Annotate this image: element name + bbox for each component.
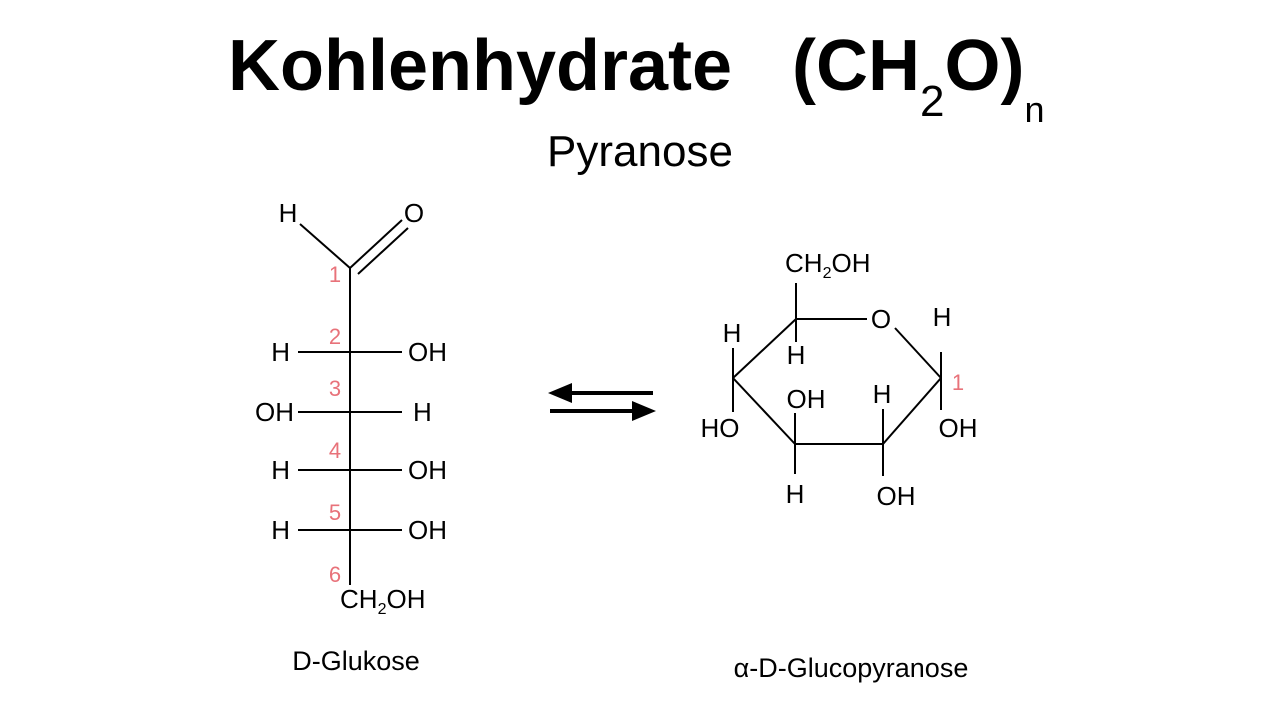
c2-right-substituent: OH (408, 337, 447, 367)
c1-oh-label: OH (939, 413, 978, 443)
c6-ch2oh-group: CH2OH (785, 248, 870, 282)
c5-h-label: H (787, 340, 806, 370)
ring-oh-part: OH (831, 248, 870, 278)
aldehyde-h-label: H (279, 198, 298, 228)
formula-subscript-2: 2 (919, 77, 945, 126)
reverse-arrow-head (548, 383, 572, 403)
carbonyl-bond-1 (349, 219, 403, 269)
c4-oh-label: HO (701, 413, 740, 443)
fischer-caption: D-Glukose (292, 646, 420, 676)
ring-ch2oh-subscript: 2 (823, 265, 832, 282)
c6-oh-part: OH (386, 584, 425, 614)
ring-oxygen-label: O (871, 304, 891, 334)
c3-right-substituent: H (413, 397, 432, 427)
carbon-number-6: 6 (329, 562, 341, 587)
formula-open: (CH (792, 26, 920, 106)
haworth-caption: α-D-Glucopyranose (734, 653, 969, 683)
carbonyl-bond-2 (357, 227, 409, 275)
carbon-number-2: 2 (329, 324, 341, 349)
general-formula: (CH2O)n (792, 30, 1044, 128)
ring-ch-part: CH (785, 248, 823, 278)
c4-h-label: H (723, 318, 742, 348)
slide-subtitle: Pyranose (547, 127, 733, 176)
c3-oh-label: OH (787, 384, 826, 414)
carbon-number-5: 5 (329, 500, 341, 525)
carbon-number-3: 3 (329, 376, 341, 401)
ring-bond-c4-c5 (732, 318, 797, 379)
c5-right-substituent: OH (408, 515, 447, 545)
formula-close: O) (944, 26, 1025, 106)
c4-left-substituent: H (271, 455, 290, 485)
ring-bond-o-c1 (894, 327, 942, 379)
c4-right-substituent: OH (408, 455, 447, 485)
ring-bond-c3-c4 (732, 377, 796, 445)
forward-arrow-head (632, 401, 656, 421)
aldehyde-o-label: O (404, 198, 424, 228)
c2-oh-label: OH (877, 481, 916, 511)
fischer-projection: H O 1 2 3 4 5 6 H OH OH H H OH H OH CH2O… (255, 198, 447, 676)
slide-title: Kohlenhydrate (228, 26, 733, 106)
c6-ch2oh-label: CH2OH (340, 584, 425, 618)
c6-ch-part: CH (340, 584, 378, 614)
carbon-number-1: 1 (329, 262, 341, 287)
c3-left-substituent: OH (255, 397, 294, 427)
c1-number-label: 1 (952, 370, 964, 395)
c3-h-label: H (786, 479, 805, 509)
equilibrium-arrows-icon (548, 383, 656, 421)
c1-h-label: H (933, 302, 952, 332)
ring-bond-c1-c2 (882, 377, 942, 445)
haworth-projection: CH2OH O H H HO OH H H OH H OH 1 α-D-Gluc… (701, 248, 978, 683)
c2-h-label: H (873, 379, 892, 409)
carbon-number-4: 4 (329, 438, 341, 463)
c6-subscript: 2 (378, 601, 387, 618)
c2-left-substituent: H (271, 337, 290, 367)
c5-left-substituent: H (271, 515, 290, 545)
aldehyde-h-bond (299, 223, 351, 269)
formula-subscript-n: n (1024, 89, 1045, 130)
